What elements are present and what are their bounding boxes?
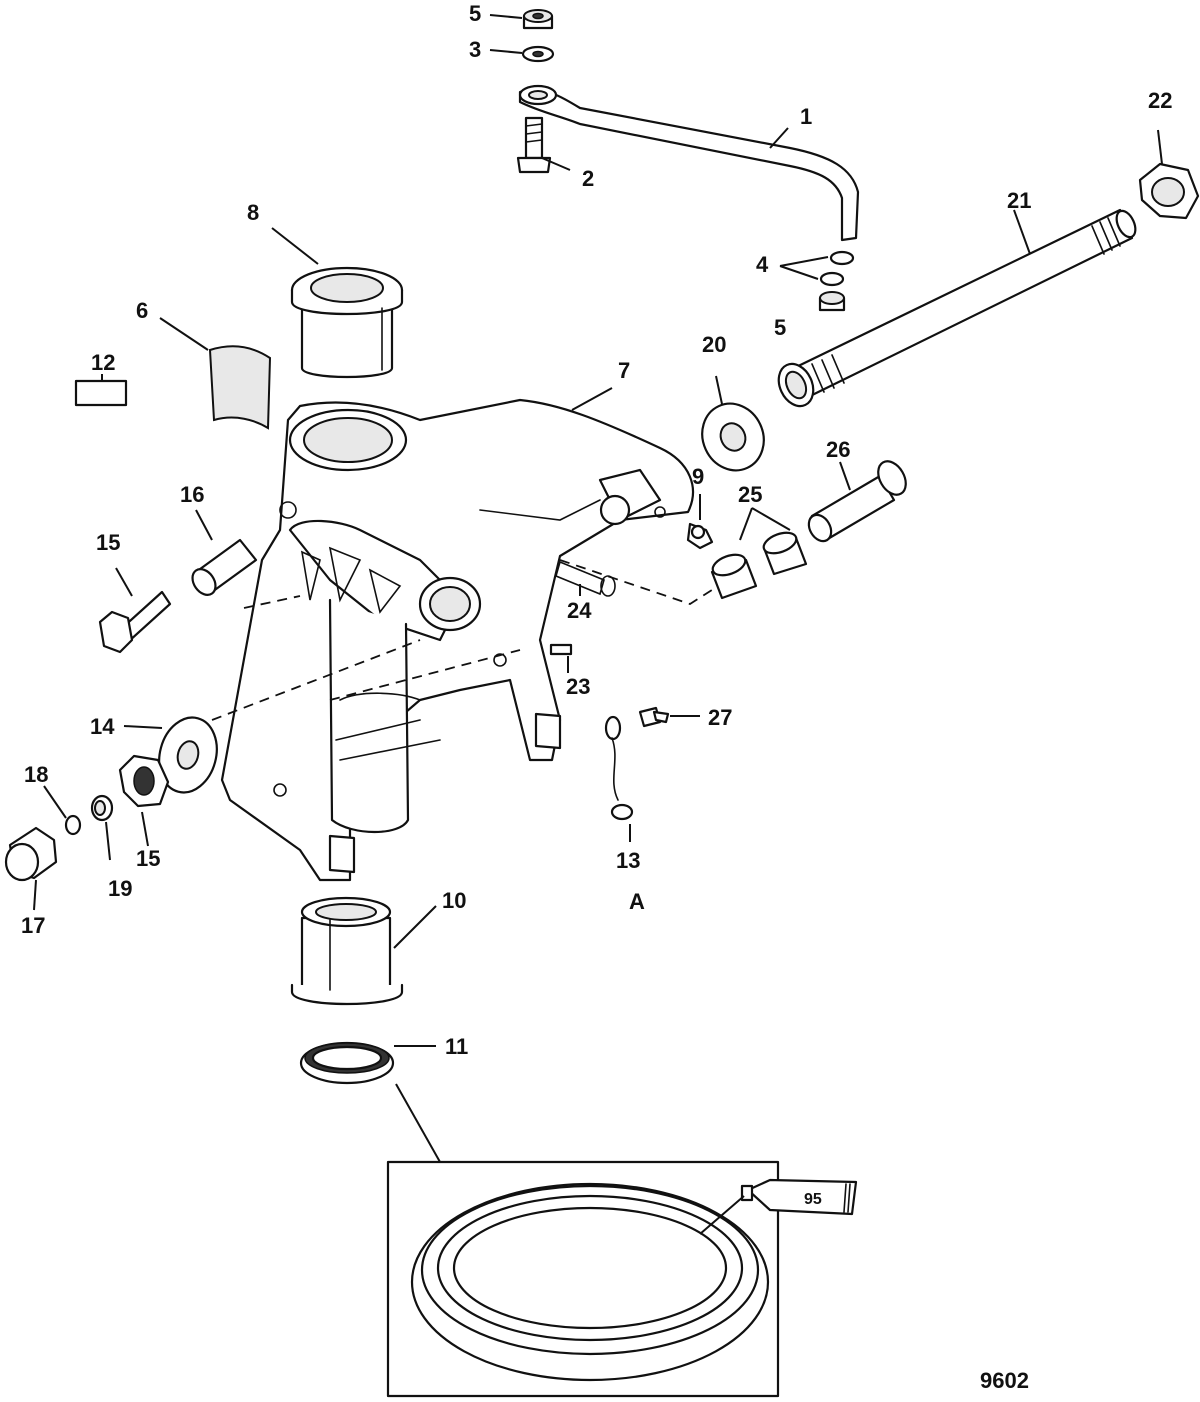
o-ring — [64, 814, 82, 836]
lower-swivel-bushing — [290, 896, 404, 1006]
spacer — [191, 538, 258, 596]
pin — [807, 460, 907, 543]
seal-detail-inset — [386, 1160, 780, 1398]
callout-18: 18 — [24, 762, 48, 787]
callout-7: 7 — [618, 358, 630, 383]
view-label-a: A — [629, 889, 645, 914]
sealant-tube — [740, 1178, 858, 1216]
sealant-tube-label: 95 — [804, 1191, 822, 1208]
rod-end-washers — [819, 250, 855, 287]
tilt-tube-nut — [1138, 162, 1200, 220]
callout-5-lower: 5 — [774, 315, 786, 340]
spacer-ring — [90, 794, 114, 822]
screw — [638, 706, 670, 728]
lower-seal — [299, 1041, 395, 1085]
callout-11: 11 — [445, 1034, 468, 1059]
ground-strap — [604, 715, 634, 821]
tilt-tube — [777, 208, 1137, 408]
callout-25: 25 — [738, 482, 762, 507]
callout-27: 27 — [708, 705, 732, 730]
callout-22: 22 — [1148, 88, 1172, 113]
bracket-bolt — [98, 590, 172, 654]
callout-3: 3 — [469, 37, 481, 62]
assembly-lines — [211, 559, 713, 721]
callout-16: 16 — [180, 482, 204, 507]
upper-swivel-bushing — [290, 266, 404, 379]
callout-4: 4 — [756, 252, 769, 277]
callout-20: 20 — [702, 332, 726, 357]
callout-23: 23 — [566, 674, 590, 699]
tilt-tube-washer — [701, 402, 765, 472]
small-block — [549, 643, 573, 656]
callout-5-top: 5 — [469, 1, 481, 26]
callout-2: 2 — [582, 166, 594, 191]
callout-14: 14 — [90, 714, 115, 739]
callout-19: 19 — [108, 876, 132, 901]
swivel-bracket — [220, 398, 695, 882]
callout-10: 10 — [442, 888, 466, 913]
tilt-tube-bushings — [710, 531, 808, 600]
decal — [74, 379, 128, 407]
callout-24: 24 — [567, 598, 592, 623]
callout-8: 8 — [247, 200, 259, 225]
callout-21: 21 — [1007, 188, 1031, 213]
link-rod-bolt — [516, 116, 552, 174]
top-nut — [522, 9, 554, 30]
callout-labels: 5 3 1 2 22 21 8 4 5 6 12 20 7 26 9 25 16… — [21, 1, 1172, 1393]
callout-12: 12 — [91, 350, 115, 375]
bracket-nut — [118, 754, 170, 808]
cap — [4, 826, 58, 882]
pin-faint — [555, 560, 616, 597]
leader-lines — [33, 14, 1163, 1235]
callout-17: 17 — [21, 913, 45, 938]
grease-fitting — [686, 522, 714, 550]
rod-end-nut — [818, 291, 846, 312]
figure-number: 9602 — [980, 1368, 1029, 1393]
callout-13: 13 — [616, 848, 640, 873]
callout-15-upper: 15 — [96, 530, 120, 555]
top-washer — [521, 45, 555, 63]
callout-26: 26 — [826, 437, 850, 462]
pad — [208, 345, 272, 430]
callout-9: 9 — [692, 464, 704, 489]
callout-15-lower: 15 — [136, 846, 160, 871]
callout-1: 1 — [800, 104, 812, 129]
steering-link-rod — [518, 84, 860, 242]
bracket-washer — [158, 716, 218, 794]
callout-6: 6 — [136, 298, 148, 323]
